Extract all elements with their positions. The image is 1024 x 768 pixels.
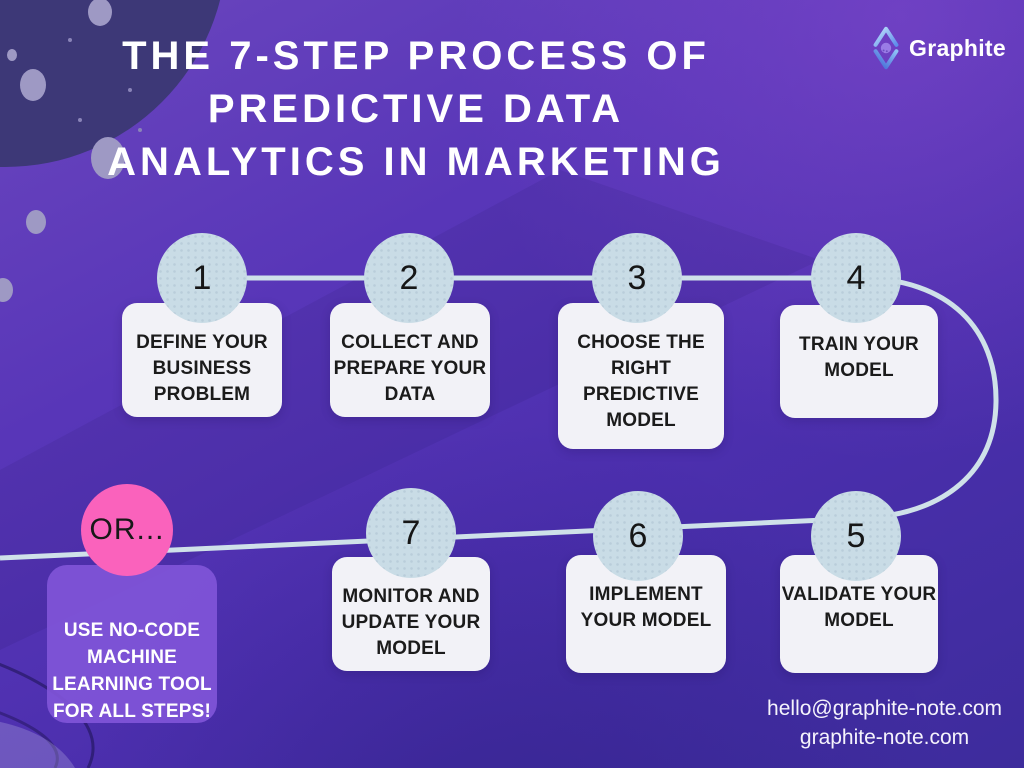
- step-1-number: 1: [192, 258, 212, 297]
- footer-email: hello@graphite-note.com: [767, 697, 1002, 720]
- step-4-card: TRAIN YOUR MODEL: [780, 305, 938, 418]
- step-5-circle: 5: [811, 491, 901, 581]
- step-3-number: 3: [627, 258, 647, 297]
- step-2-circle: 2: [364, 233, 454, 323]
- step-4-number: 4: [846, 258, 866, 297]
- step-4-circle: 4: [811, 233, 901, 323]
- step-6-circle: 6: [593, 491, 683, 581]
- step-2-number: 2: [399, 258, 419, 297]
- step-6-card: IMPLEMENT YOUR MODEL: [566, 555, 726, 673]
- step-3-label: CHOOSE THE RIGHT PREDICTIVE MODEL: [577, 332, 705, 431]
- no-code-alternative-label: USE NO-CODE MACHINE LEARNING TOOL FOR AL…: [52, 620, 212, 722]
- footer-website: graphite-note.com: [799, 726, 970, 749]
- or-badge: OR...: [81, 484, 173, 576]
- step-3-card: CHOOSE THE RIGHT PREDICTIVE MODEL: [558, 303, 724, 449]
- step-5-label: VALIDATE YOUR MODEL: [781, 584, 937, 631]
- step-7-label: MONITOR AND UPDATE YOUR MODEL: [341, 586, 481, 659]
- page-title: THE 7-STEP PROCESS OF PREDICTIVE DATA AN…: [107, 34, 725, 184]
- or-badge-label: OR...: [89, 513, 165, 546]
- step-2-label: COLLECT AND PREPARE YOUR DATA: [333, 332, 487, 405]
- step-6-label: IMPLEMENT YOUR MODEL: [580, 584, 712, 631]
- step-7-number: 7: [401, 513, 421, 552]
- step-4-label: TRAIN YOUR MODEL: [799, 334, 919, 381]
- step-1-circle: 1: [157, 233, 247, 323]
- step-3-circle: 3: [592, 233, 682, 323]
- step-7-circle: 7: [366, 488, 456, 578]
- footer-contact: hello@graphite-note.com graphite-note.co…: [767, 694, 1002, 752]
- brand-logo: Graphite: [870, 22, 1006, 74]
- step-1-label: DEFINE YOUR BUSINESS PROBLEM: [136, 332, 268, 405]
- graphite-diamond-icon: [873, 26, 899, 70]
- step-2-card: COLLECT AND PREPARE YOUR DATA: [330, 303, 490, 417]
- step-6-number: 6: [628, 516, 648, 555]
- brand-name: Graphite: [909, 34, 1006, 61]
- step-5-number: 5: [846, 516, 866, 555]
- no-code-alternative-card: USE NO-CODE MACHINE LEARNING TOOL FOR AL…: [47, 565, 217, 723]
- step-1-card: DEFINE YOUR BUSINESS PROBLEM: [122, 303, 282, 417]
